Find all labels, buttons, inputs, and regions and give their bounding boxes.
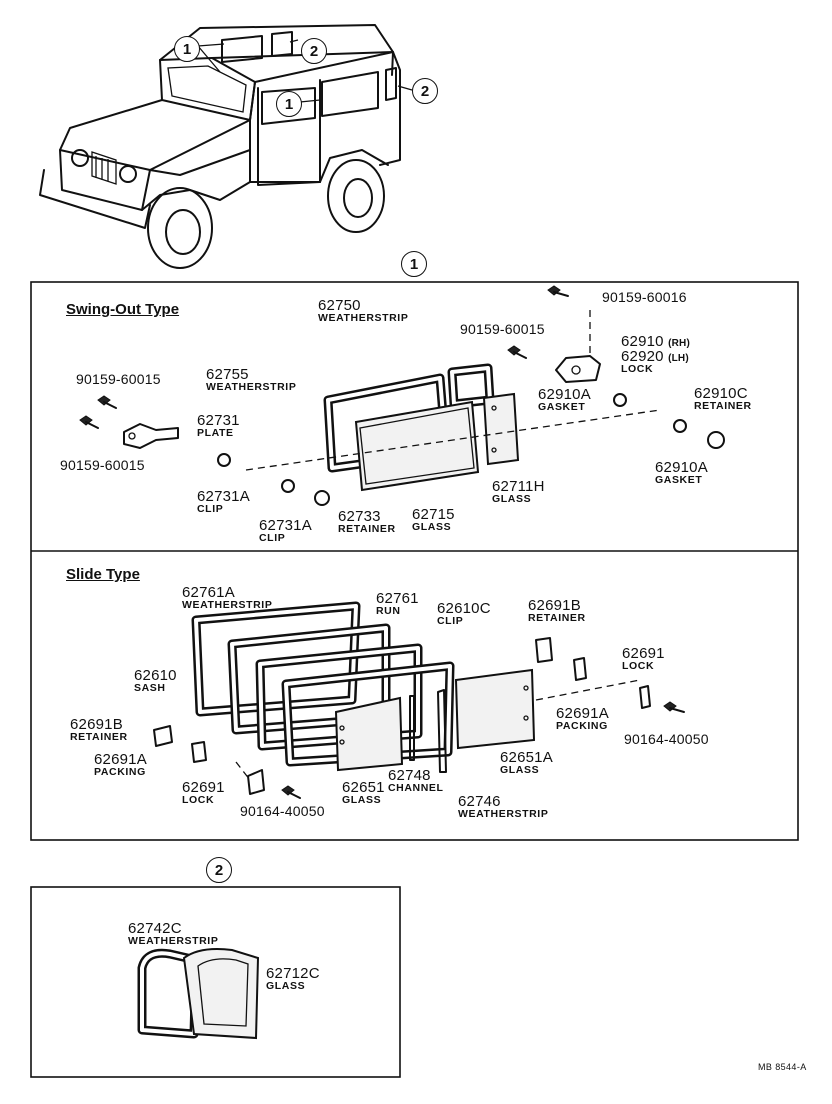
rear-panel-frame	[30, 886, 401, 1078]
callout-1-door: 1	[276, 91, 302, 117]
section-title-slide: Slide Type	[66, 566, 140, 583]
section-title-swing-out: Swing-Out Type	[66, 301, 180, 318]
label-90159-60015-top: 90159-60015	[460, 321, 545, 337]
callout-1-section: 1	[401, 251, 427, 277]
callout-2-rear: 2	[412, 78, 438, 104]
vehicle-illustration	[39, 24, 413, 269]
callout-1-roof: 1	[174, 36, 200, 62]
drawing-code: MB 8544-A	[758, 1062, 807, 1072]
label-90159-60015-left-top: 90159-60015	[76, 371, 161, 387]
label-90164-40050-right: 90164-40050	[624, 731, 709, 747]
label-90159-60016: 90159-60016	[602, 289, 687, 305]
swing-out-parts	[79, 285, 725, 506]
label-90164-40050-left: 90164-40050	[240, 803, 325, 819]
rear-window-parts	[137, 948, 260, 1040]
callout-2-section: 2	[206, 857, 232, 883]
label-62910-lock: 62910 (RH) 62920 (LH) LOCK	[621, 333, 690, 375]
callout-2-roof: 2	[301, 38, 327, 64]
slide-parts	[153, 601, 685, 799]
label-90159-60015-left-bottom: 90159-60015	[60, 457, 145, 473]
main-panel-frame	[30, 281, 799, 841]
